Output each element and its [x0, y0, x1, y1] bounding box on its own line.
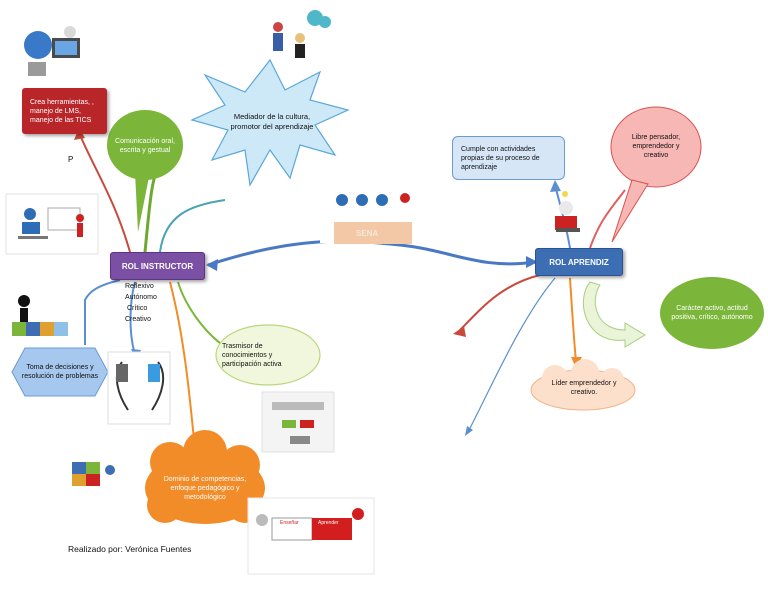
libre-bubble-tail — [611, 179, 649, 243]
branch-libre — [589, 189, 626, 249]
herramientas-text: Crea herramientas, , manejo de LMS, mane… — [30, 98, 94, 124]
creativo-item: Creativo — [125, 316, 152, 323]
branch-thin-blue — [467, 277, 556, 433]
head-profiles-icon — [107, 351, 171, 425]
branch-red-left — [459, 274, 541, 331]
branch-dominio — [169, 281, 196, 451]
branch-toma-decisiones — [84, 279, 121, 345]
mediador-text[interactable]: Mediador de la cultura, promotor del apr… — [230, 112, 314, 131]
puzzle-people-icon — [72, 462, 115, 486]
sena-label: SENA — [356, 229, 379, 238]
rol-instructor-node[interactable]: ROL INSTRUCTOR — [110, 252, 205, 280]
computer-people-icon — [24, 26, 80, 76]
caracter-text[interactable]: Carácter activo, actitud positiva, críti… — [671, 305, 753, 321]
credit-text: Realizado por: Verónica Fuentes — [68, 544, 192, 554]
arrowhead-herramientas — [74, 128, 85, 140]
autonomo-item: Autónomo — [125, 294, 157, 301]
branch-heads — [129, 281, 136, 356]
branch-lider — [569, 277, 577, 363]
teaching-puzzle-icon — [247, 497, 375, 575]
critico-item: Crítico — [127, 305, 148, 312]
libre-text[interactable]: Libre pensador, emprendedor y creativo — [631, 133, 681, 159]
curved-arrow-caracter — [582, 281, 646, 348]
p-label: P — [68, 155, 74, 164]
reading-figure-icon — [555, 191, 580, 232]
libre-bubble — [610, 106, 702, 188]
comunicacion-bubble-tail — [135, 172, 150, 232]
puzzle-left-label: Enseñar — [280, 520, 299, 526]
dominio-text[interactable]: Dominio de competencias, enfoque pedagóg… — [163, 475, 247, 501]
herramientas-box[interactable]: Crea herramientas, , manejo de LMS, mane… — [22, 88, 107, 134]
trasmisor-ellipse — [215, 324, 321, 386]
reflexivo-item: Reflexivo — [125, 283, 154, 290]
cumple-box[interactable]: Cumple con actividades propias de su pro… — [452, 136, 565, 180]
lider-cloud — [530, 359, 636, 411]
rol-aprendiz-node[interactable]: ROL APRENDIZ — [535, 248, 623, 276]
puzzle-icon — [12, 322, 68, 336]
arrowhead-cumple — [550, 180, 561, 192]
arrowhead-thin — [465, 426, 473, 436]
classroom-icon — [5, 193, 99, 255]
reflexivo-list: Reflexivo Autónomo Crítico Creativo — [125, 281, 157, 325]
lider-text[interactable]: Líder emprendedor y creativo. — [551, 380, 617, 396]
arrowhead-right — [526, 256, 538, 268]
arrowhead-left — [206, 259, 218, 271]
toma-decisiones-text[interactable]: Toma de decisiones y resolución de probl… — [21, 364, 99, 380]
main-connector — [207, 239, 536, 267]
students-desk-icon — [320, 185, 415, 244]
puzzle-right-label: Aprender — [318, 520, 339, 526]
dominio-cloud — [145, 430, 265, 524]
comunicacion-text[interactable]: Comunicación oral, escrita y gestual — [115, 138, 175, 154]
meeting-people-icon — [273, 10, 331, 58]
trasmisor-text[interactable]: Trasmisor de conocimientos y participaci… — [222, 342, 282, 368]
cumple-text: Cumple con actividades propias de su pro… — [461, 145, 540, 171]
comunicacion-bubble — [107, 110, 183, 180]
thinking-figure-icon — [18, 295, 30, 326]
network-people-icon — [261, 391, 335, 453]
arrowhead-red — [453, 326, 466, 337]
branch-herramientas — [79, 134, 131, 253]
mediador-starburst — [190, 58, 350, 187]
branch-mediador — [159, 199, 226, 253]
caracter-ellipse — [660, 277, 764, 349]
